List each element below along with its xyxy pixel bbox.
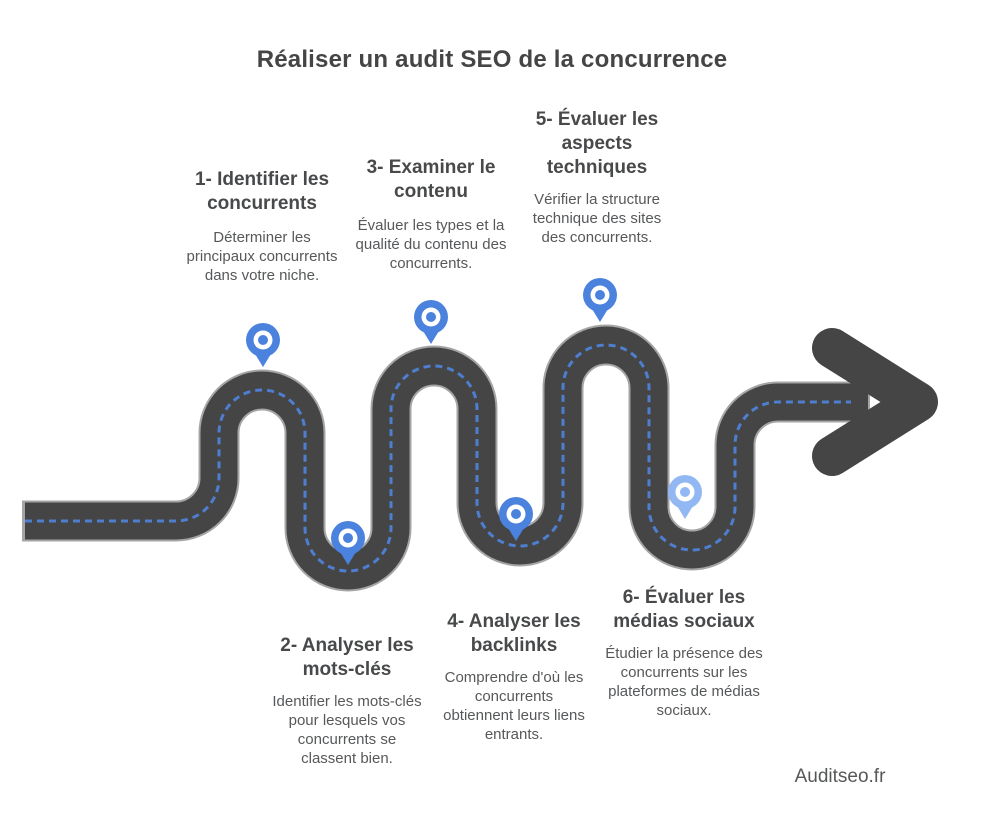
step-2-description: Identifier les mots-clés pour lesquels v… <box>272 693 422 767</box>
step-6-description-block: Étudier la présence des concurrents sur … <box>605 644 763 720</box>
step-5-description-block: Vérifier la structure technique des site… <box>521 190 673 247</box>
step-6-description: Étudier la présence des concurrents sur … <box>605 645 763 719</box>
location-pin-icon <box>583 278 617 322</box>
step-5-description: Vérifier la structure technique des site… <box>532 191 662 246</box>
step-1-description-block: Déterminer les principaux concurrents da… <box>186 228 338 285</box>
location-pin-icon <box>246 323 280 367</box>
step-3-block: 3- Examiner le contenu <box>356 156 506 204</box>
step-2-heading: 2- Analyser les mots-clés <box>280 635 414 680</box>
step-1-block: 1- Identifier les concurrents <box>182 168 342 216</box>
step-4-description: Comprendre d'où les concurrents obtienne… <box>443 669 585 743</box>
step-3-description-block: Évaluer les types et la qualité du conte… <box>355 216 507 273</box>
step-3-description: Évaluer les types et la qualité du conte… <box>355 217 507 272</box>
step-1-heading: 1- Identifier les concurrents <box>194 169 330 214</box>
step-4-heading: 4- Analyser les backlinks <box>447 611 581 656</box>
location-pin-icon <box>331 521 365 565</box>
road-center-dashes <box>25 343 851 573</box>
location-pin-icon <box>499 497 533 541</box>
step-4-block: 4- Analyser les backlinks <box>439 610 589 658</box>
step-3-heading: 3- Examiner le contenu <box>366 157 496 202</box>
location-pin-icon <box>668 475 702 519</box>
step-6-block: 6- Évaluer les médias sociaux <box>599 586 769 634</box>
step-6-heading: 6- Évaluer les médias sociaux <box>613 587 755 632</box>
step-5-block: 5- Évaluer les aspects techniques <box>527 108 667 180</box>
location-pin-icon <box>414 300 448 344</box>
brand-label: Auditseo.fr <box>794 766 886 787</box>
step-1-description: Déterminer les principaux concurrents da… <box>186 229 338 284</box>
arrow-head-icon <box>812 328 938 476</box>
page-title: Réaliser un audit SEO de la concurrence <box>256 46 728 73</box>
step-4-description-block: Comprendre d'où les concurrents obtienne… <box>440 668 588 744</box>
road-body <box>25 326 868 590</box>
step-2-description-block: Identifier les mots-clés pour lesquels v… <box>272 692 422 768</box>
step-2-block: 2- Analyser les mots-clés <box>272 634 422 682</box>
step-5-heading: 5- Évaluer les aspects techniques <box>535 109 659 178</box>
